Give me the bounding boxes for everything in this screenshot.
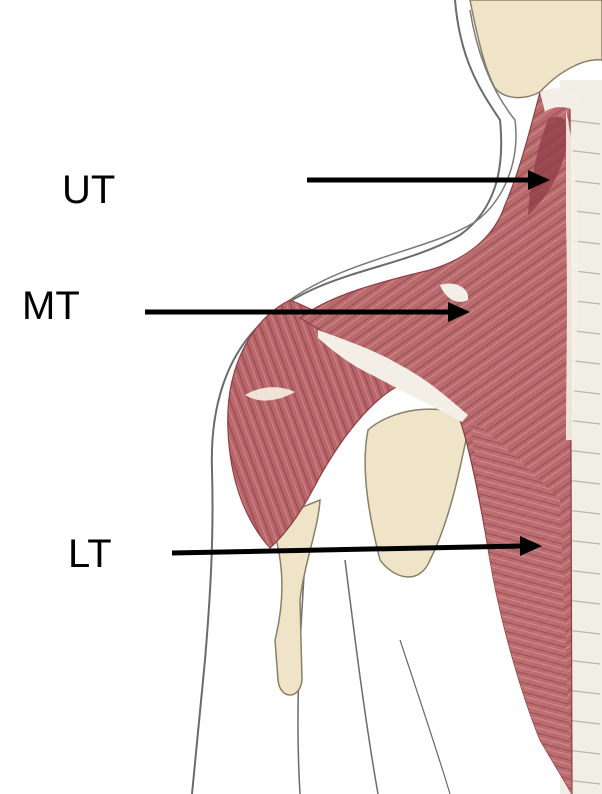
scapula-bone (365, 409, 470, 577)
label-lt: LT (68, 534, 112, 574)
arm-inner-outline-2 (345, 560, 378, 794)
label-mt: MT (22, 286, 80, 326)
torso-outline (400, 640, 450, 794)
label-ut: UT (62, 170, 115, 210)
